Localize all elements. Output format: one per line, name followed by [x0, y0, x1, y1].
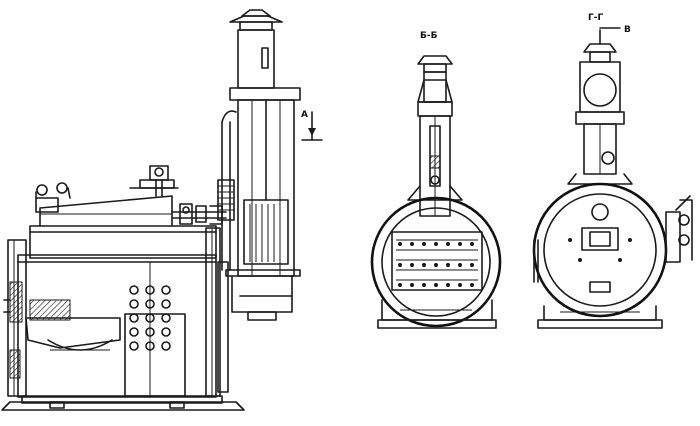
drum-shell-bb: [370, 196, 502, 328]
section-v-label: В: [624, 25, 631, 35]
section-a-label: А: [301, 110, 308, 120]
boiler-body: [3, 225, 229, 398]
chimney-stack: А: [217, 9, 323, 321]
side-view: А: [1, 9, 323, 411]
section-bb-label: Б-Б: [420, 31, 438, 41]
section-bb-view: Б-Б: [370, 31, 502, 329]
section-gg-label: Г-Г: [588, 13, 603, 23]
safety-valve: [129, 165, 179, 197]
fire-tubes-grid: [129, 285, 171, 351]
section-gg-view: Г-Г В: [532, 13, 693, 329]
base-skid: [1, 395, 245, 411]
steam-drum: [35, 182, 173, 227]
